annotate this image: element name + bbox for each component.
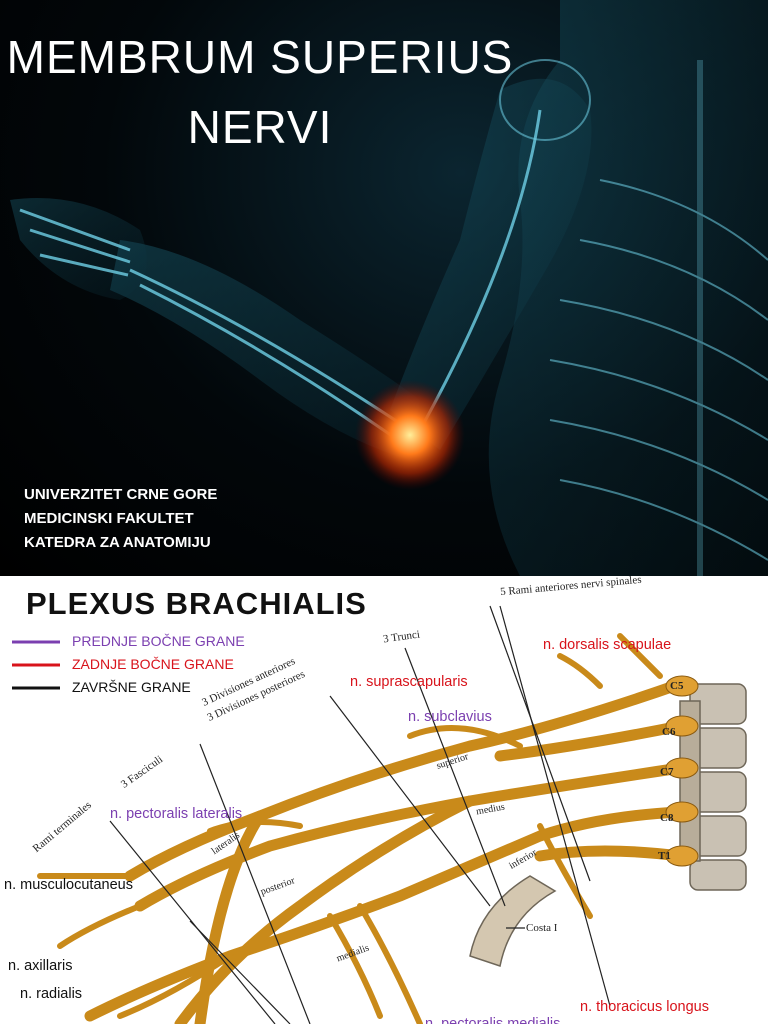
label-n-axillaris: n. axillaris — [8, 958, 73, 974]
label-n-dorsalis-scapulae: n. dorsalis scapulae — [543, 637, 672, 653]
label-n-pectoralis-lateralis: n. pectoralis lateralis — [110, 806, 243, 822]
slide-title-line2: NERVI — [187, 101, 333, 153]
label-c6: C6 — [662, 726, 676, 738]
legend-anterior: PREDNJE BOČNE GRANE — [72, 633, 245, 649]
plexus-title: PLEXUS BRACHIALIS — [26, 586, 367, 621]
label-n-suprascapularis: n. suprascapularis — [350, 674, 468, 690]
institution-block: UNIVERZITET CRNE GORE MEDICINSKI FAKULTE… — [24, 483, 217, 555]
label-c7: C7 — [660, 766, 674, 778]
label-n-musculocutaneus: n. musculocutaneus — [4, 877, 133, 893]
label-n-radialis: n. radialis — [20, 986, 83, 1002]
brachial-plexus-diagram — [12, 605, 747, 1024]
label-costa: Costa I — [526, 922, 558, 934]
label-t1: T1 — [658, 850, 671, 862]
university-name: UNIVERZITET CRNE GORE — [24, 486, 218, 503]
faculty-name: MEDICINSKI FAKULTET — [24, 510, 194, 527]
legend-posterior: ZADNJE BOČNE GRANE — [72, 656, 234, 672]
plexus-nerves — [37, 633, 686, 1024]
spinal-ganglia — [665, 675, 699, 867]
label-n-thoracicus-longus: n. thoracicus longus — [580, 999, 709, 1015]
label-n-pectoralis-medialis: n. pectoralis medialis — [425, 1016, 561, 1024]
first-rib — [469, 875, 557, 967]
plexus-slide: PLEXUS BRACHIALIS PREDNJE BOČNE GRANE ZA… — [0, 576, 768, 1024]
label-c5: C5 — [670, 680, 684, 692]
legend-terminal: ZAVRŠNE GRANE — [72, 679, 191, 695]
label-n-subclavius: n. subclavius — [408, 709, 492, 725]
skeleton-arm-illustration — [10, 0, 768, 576]
department-name: KATEDRA ZA ANATOMIJU — [24, 534, 211, 551]
label-c8: C8 — [660, 812, 674, 824]
title-slide: MEMBRUM SUPERIUS NERVI UNIVERZITET CRNE … — [0, 0, 768, 576]
slide-title-line1: MEMBRUM SUPERIUS — [6, 31, 514, 83]
pointer-lines — [109, 605, 611, 1024]
